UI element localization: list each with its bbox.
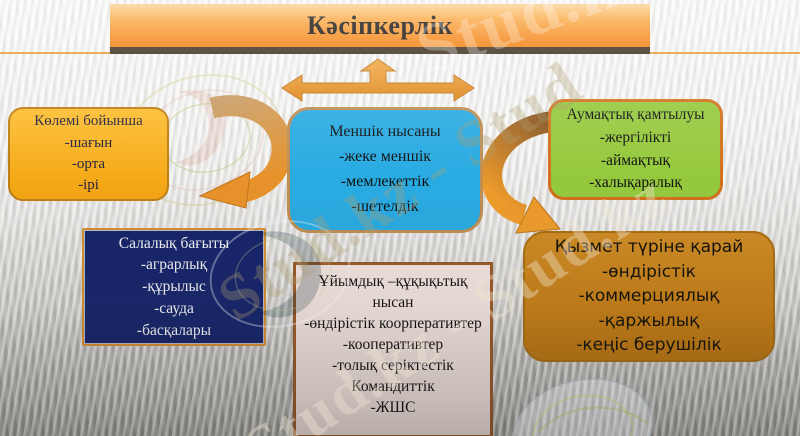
box-activity-item: -өндірістік (602, 261, 696, 282)
box-territory-item: -халықаралық (589, 174, 682, 192)
box-volume-item: -ірі (78, 177, 99, 194)
box-territory-item: -аймақтық (600, 151, 671, 169)
title-banner: Кәсіпкерлік (110, 4, 650, 54)
box-legal-item: -кооперативтер (342, 335, 444, 353)
box-legal-heading: Ұйымдық –құқықьтық нысан (318, 273, 468, 311)
box-territory-heading: Аумақтық қамтылуы (566, 105, 705, 123)
box-sector: Салалық бағыты -аграрлық -құрылыс -сауда… (82, 228, 266, 346)
box-sector-item: -құрылыс (142, 278, 206, 296)
box-legal: Ұйымдық –құқықьтық нысан -өндірістік коо… (293, 262, 493, 436)
box-activity-heading: Қызмет түріне қарай (554, 236, 744, 257)
box-legal-item: -өндірістік коорперативтер (304, 314, 482, 332)
box-ownership-heading: Меншік нысаны (329, 123, 441, 141)
box-ownership-item: -шетелдік (351, 197, 419, 215)
box-volume-item: -шағын (64, 134, 113, 151)
box-activity-item: -қаржылық (598, 310, 700, 331)
box-activity-item: -коммерциялық (578, 286, 720, 307)
box-volume-item: -орта (71, 156, 106, 172)
box-ownership: Меншік нысаны -жеке меншік -мемлекеттік … (287, 107, 483, 233)
logo-swirl-watermark (512, 377, 654, 436)
box-sector-item: -сауда (154, 299, 194, 317)
box-sector-item: -аграрлық (140, 256, 208, 274)
box-volume-heading: Көлемі бойынша (34, 113, 143, 130)
box-ownership-item: -мемлекеттік (340, 173, 430, 190)
box-legal-item: -ЖШС (370, 398, 416, 416)
three-way-arrow-icon (281, 58, 475, 102)
box-activity-item: -кеңіс берушілік (576, 335, 722, 356)
box-ownership-item: -жеке меншік (338, 148, 432, 166)
box-sector-heading: Салалық бағыты (118, 234, 230, 252)
box-sector-item: -басқалары (136, 321, 212, 339)
box-volume: Көлемі бойынша -шағын -орта -ірі (8, 107, 169, 201)
box-legal-item: Командиттік (351, 377, 435, 395)
box-activity: Қызмет түріне қарай -өндірістік -коммерц… (523, 231, 775, 362)
box-territory: Аумақтық қамтылуы -жергілікті -аймақтық … (548, 99, 723, 200)
box-legal-item: -толық серіктестік (332, 356, 454, 374)
page-title: Кәсіпкерлік (306, 10, 454, 40)
box-territory-item: -жергілікті (599, 128, 672, 146)
